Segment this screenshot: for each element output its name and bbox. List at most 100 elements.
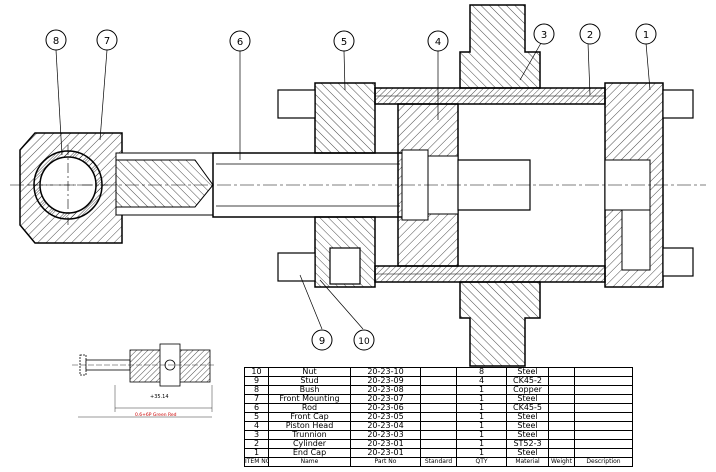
bom-cell-part: 20-23-01	[350, 448, 421, 458]
bom-cell-name: Front Mounting	[268, 394, 351, 404]
balloon-5: 5	[333, 30, 355, 52]
svg-text:4: 4	[435, 37, 441, 48]
bom-cell-item: 8	[244, 385, 269, 395]
svg-text:1: 1	[643, 30, 649, 41]
bom-header-cell: Material	[506, 457, 549, 467]
bom-cell-standard	[420, 367, 457, 377]
bom-cell-material: Copper	[506, 385, 549, 395]
bom-cell-name: End Cap	[268, 448, 351, 458]
bom-cell-material: Steel	[506, 367, 549, 377]
leader-lines	[55, 42, 651, 330]
bom-cell-item: 5	[244, 412, 269, 422]
bom-cell-qty: 1	[456, 385, 507, 395]
bom-cell-weight	[548, 376, 575, 386]
bom-cell-name: Piston Head	[268, 421, 351, 431]
bom-cell-description	[574, 439, 633, 449]
bom-cell-weight	[548, 394, 575, 404]
bom-header-cell: Weight	[548, 457, 575, 467]
bom-cell-standard	[420, 412, 457, 422]
bom-cell-material: Steel	[506, 448, 549, 458]
bom-cell-description	[574, 448, 633, 458]
balloon-3: 3	[533, 23, 555, 45]
bom-cell-part: 20-23-10	[350, 367, 421, 377]
bom-cell-qty: 1	[456, 412, 507, 422]
bom-cell-item: 10	[244, 367, 269, 377]
bom-cell-item: 6	[244, 403, 269, 413]
bom-cell-standard	[420, 376, 457, 386]
svg-text:7: 7	[104, 36, 110, 47]
bom-cell-standard	[420, 403, 457, 413]
bom-cell-name: Trunnion	[268, 430, 351, 440]
bom-cell-item: 9	[244, 376, 269, 386]
bom-cell-description	[574, 367, 633, 377]
bom-cell-material: Steel	[506, 430, 549, 440]
bom-cell-material: Steel	[506, 421, 549, 431]
bom-cell-standard	[420, 394, 457, 404]
svg-text:2: 2	[587, 30, 593, 41]
bom-cell-part: 20-23-04	[350, 421, 421, 431]
bom-cell-standard	[420, 421, 457, 431]
bom-cell-qty: 1	[456, 448, 507, 458]
bom-cell-standard	[420, 439, 457, 449]
svg-text:9: 9	[319, 336, 325, 347]
balloon-1: 1	[635, 23, 657, 45]
bom-cell-name: Cylinder	[268, 439, 351, 449]
bom-cell-name: Nut	[268, 367, 351, 377]
front-cap-part	[277, 82, 376, 288]
bom-header-cell: Description	[574, 457, 633, 467]
bom-cell-item: 7	[244, 394, 269, 404]
bom-header-cell: Name	[268, 457, 351, 467]
bom-header-cell: ITEM NO	[244, 457, 269, 467]
bom-cell-qty: 8	[456, 367, 507, 377]
bom-cell-item: 1	[244, 448, 269, 458]
thumbnail-view: +35.14 0.6+6P Green Red	[72, 343, 216, 418]
bom-cell-qty: 1	[456, 439, 507, 449]
svg-text:6: 6	[237, 37, 243, 48]
bom-cell-part: 20-23-06	[350, 403, 421, 413]
svg-text:8: 8	[53, 36, 59, 47]
bom-cell-material: CK45-2	[506, 376, 549, 386]
balloon-6: 6	[229, 30, 251, 52]
trunnion-part	[459, 4, 541, 367]
bom-cell-description	[574, 421, 633, 431]
bom-cell-part: 20-23-07	[350, 394, 421, 404]
balloon-8: 8	[45, 29, 67, 51]
bom-cell-standard	[420, 430, 457, 440]
svg-text:5: 5	[341, 37, 347, 48]
bom-cell-weight	[548, 412, 575, 422]
bom-cell-description	[574, 403, 633, 413]
bom-cell-name: Bush	[268, 385, 351, 395]
bom-cell-item: 4	[244, 421, 269, 431]
bom-cell-weight	[548, 367, 575, 377]
bom-cell-weight	[548, 430, 575, 440]
bom-header-cell: Part No	[350, 457, 421, 467]
bom-cell-material: Steel	[506, 412, 549, 422]
thumbnail-dimension: +35.14	[150, 394, 169, 400]
bom-cell-qty: 1	[456, 403, 507, 413]
thumbnail-note: 0.6+6P Green Red	[135, 412, 177, 418]
bom-cell-name: Front Cap	[268, 412, 351, 422]
balloon-2: 2	[579, 23, 601, 45]
bom-cell-standard	[420, 385, 457, 395]
bom-cell-part: 20-23-09	[350, 376, 421, 386]
bom-cell-item: 2	[244, 439, 269, 449]
bom-cell-part: 20-23-03	[350, 430, 421, 440]
bom-cell-standard	[420, 448, 457, 458]
svg-text:3: 3	[541, 30, 547, 41]
svg-text:10: 10	[358, 337, 370, 347]
bom-cell-material: CK45-5	[506, 403, 549, 413]
bom-cell-part: 20-23-05	[350, 412, 421, 422]
bom-cell-weight	[548, 421, 575, 431]
